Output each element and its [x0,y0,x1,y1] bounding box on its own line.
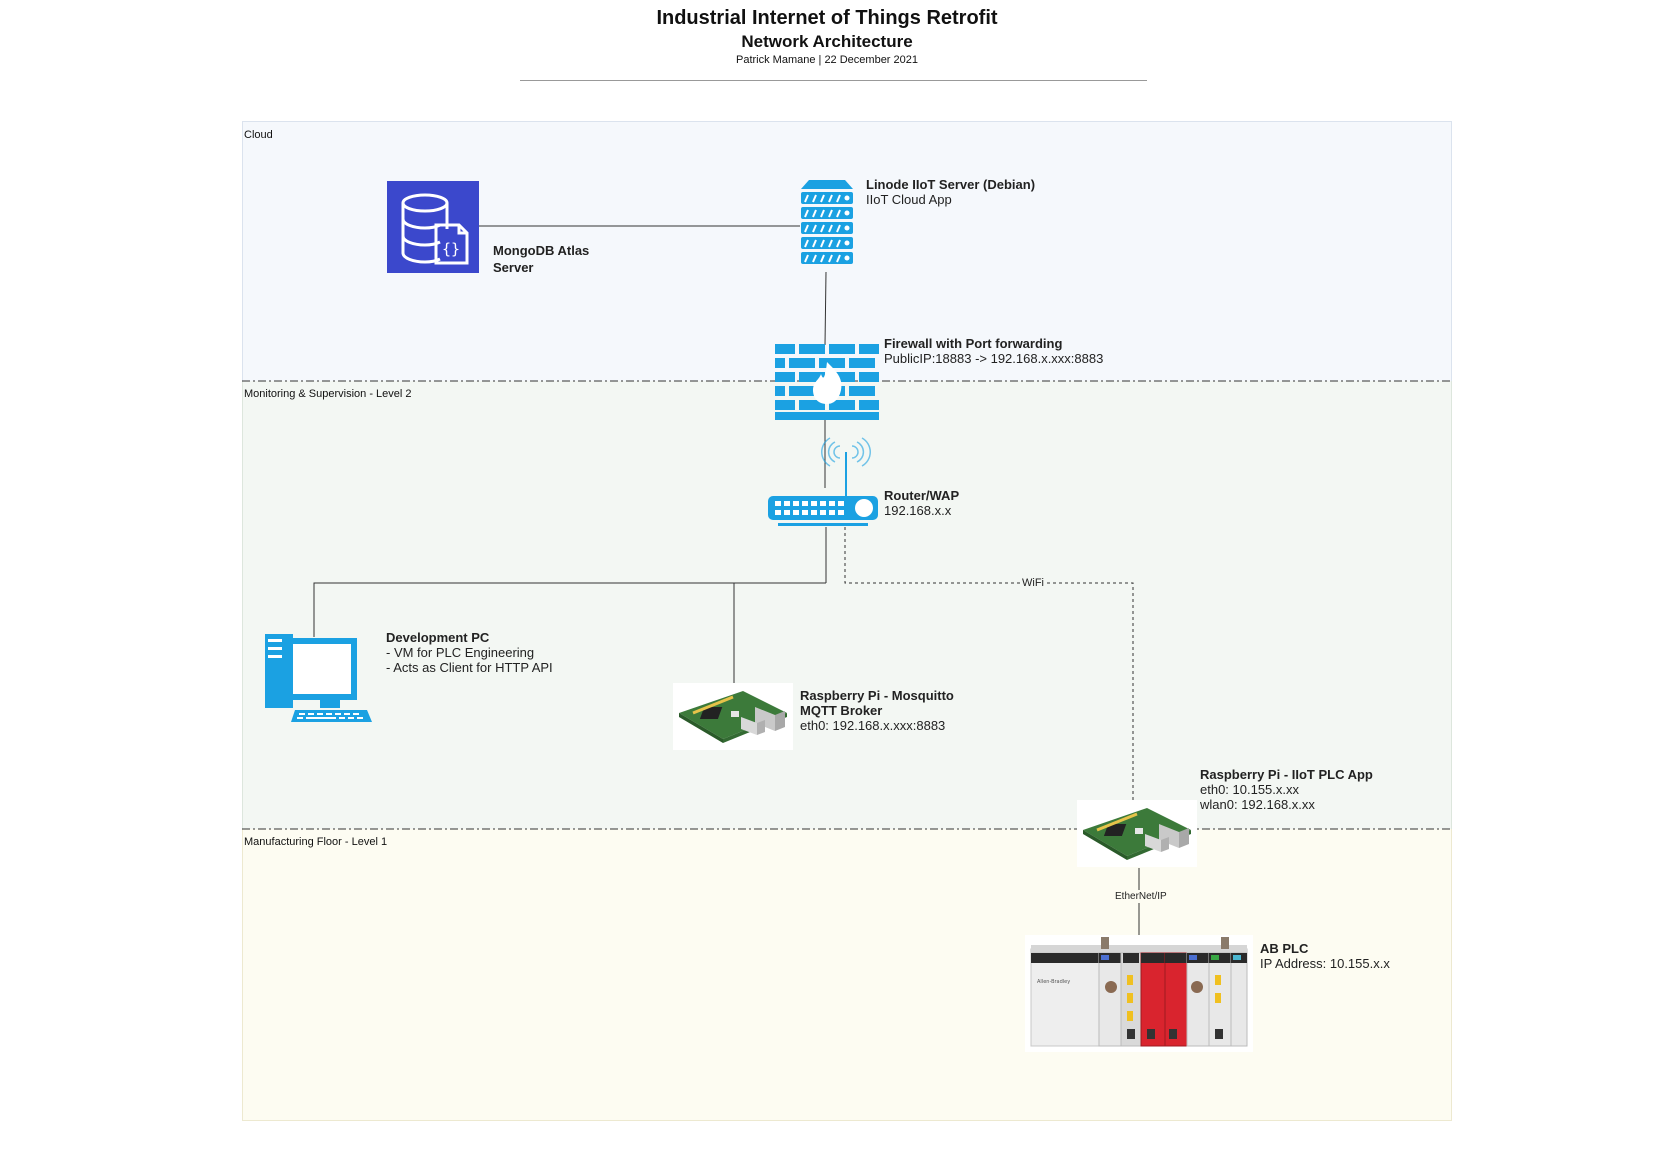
mqtt-pi-label: Raspberry Pi - Mosquitto MQTT Broker eth… [800,688,954,733]
plc-pi-line-1: eth0: 10.155.x.xx [1200,782,1300,797]
mongodb-title: MongoDB Atlas Server [493,243,590,275]
plc-pi-label: Raspberry Pi - IIoT PLC App eth0: 10.155… [1200,767,1373,812]
router-label: Router/WAP 192.168.x.x [884,488,959,518]
ethernet-link-label: EtherNet/IP [1114,890,1168,903]
diagram-title: Industrial Internet of Things Retrofit [656,7,998,29]
wifi-link-label: WiFi [1020,577,1046,589]
ab-plc-title: AB PLC [1260,941,1309,956]
plc-pi-line-2: wlan0: 192.168.x.xx [1200,797,1315,812]
mongodb-label: MongoDB Atlas Server [493,242,603,276]
firewall-title: Firewall with Port forwarding [884,336,1063,351]
firewall-line-1: PublicIP:18883 -> 192.168.x.xxx:8883 [884,351,1104,366]
svg-text:{}: {} [442,240,460,258]
zone-level-1-label: Manufacturing Floor - Level 1 [244,836,388,848]
plc-chassis-icon[interactable]: Allen-Bradley [1025,935,1253,1052]
router-icon[interactable] [768,434,878,530]
mqtt-pi-line-1: eth0: 192.168.x.xxx:8883 [800,718,946,733]
desktop-pc-icon[interactable] [265,634,372,722]
link-router-devpc [313,582,826,637]
plc-pi-title: Raspberry Pi - IIoT PLC App [1200,767,1373,782]
server-icon[interactable] [799,180,855,272]
title-divider [520,80,1147,81]
firewall-label: Firewall with Port forwarding PublicIP:1… [884,336,1103,366]
linode-title: Linode IIoT Server (Debian) [866,177,1036,192]
mqtt-pi-title-2: MQTT Broker [800,703,883,718]
diagram-subtitle: Network Architecture [741,32,913,51]
devpc-line-2: - Acts as Client for HTTP API [386,660,553,675]
link-linode-firewall [824,271,827,346]
raspberry-pi-icon[interactable] [673,683,793,750]
raspberry-pi-icon[interactable] [1077,800,1197,867]
link-wifi-plc-pi [844,527,1134,800]
database-icon[interactable]: {} [387,181,479,273]
router-title: Router/WAP [884,488,960,503]
devpc-label: Development PC - VM for PLC Engineering … [386,630,553,675]
devpc-title: Development PC [386,630,490,645]
devpc-line-1: - VM for PLC Engineering [386,645,535,660]
firewall-icon[interactable] [775,344,879,420]
zone-cloud-label: Cloud [244,129,273,141]
ab-plc-label: AB PLC IP Address: 10.155.x.x [1260,941,1390,971]
svg-text:Allen-Bradley: Allen-Bradley [1037,979,1070,985]
ab-plc-line-1: IP Address: 10.155.x.x [1260,956,1390,971]
linode-line-1: IIoT Cloud App [866,192,952,207]
diagram-byline: Patrick Mamane | 22 December 2021 [736,54,918,66]
linode-label: Linode IIoT Server (Debian) IIoT Cloud A… [866,177,1035,207]
mqtt-pi-title-1: Raspberry Pi - Mosquitto [800,688,954,703]
router-line-1: 192.168.x.x [884,503,952,518]
zone-level-2-label: Monitoring & Supervision - Level 2 [244,388,412,400]
